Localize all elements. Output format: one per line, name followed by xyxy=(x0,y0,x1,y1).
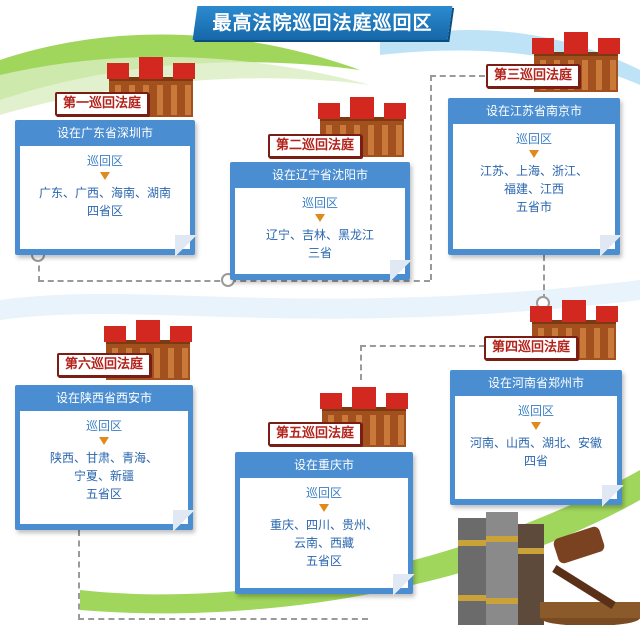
connector xyxy=(430,75,485,77)
tribunal-card-6: 设在陕西省西安市 巡回区 陕西、甘肃、青海、 宁夏、新疆 五省区 xyxy=(15,385,195,532)
court-location: 设在江苏省南京市 xyxy=(485,104,582,118)
court-location: 设在重庆市 xyxy=(293,458,354,472)
region-label: 巡回区 xyxy=(515,132,552,146)
card-body: 巡回区 辽宁、吉林、黑龙江 三省 xyxy=(235,188,405,274)
tribunal-card-4: 设在河南省郑州市 巡回区 河南、山西、湖北、安徽 四省 xyxy=(450,370,624,507)
connector xyxy=(360,345,485,347)
province-line: 三省 xyxy=(307,246,332,260)
connector xyxy=(360,345,362,380)
page-curl xyxy=(175,235,197,257)
connector xyxy=(38,255,230,282)
court-location: 设在广东省深圳市 xyxy=(56,126,153,140)
province-line: 五省市 xyxy=(515,200,552,214)
down-arrow-icon xyxy=(315,214,325,222)
connector xyxy=(430,75,432,280)
connector xyxy=(78,618,368,620)
page-curl xyxy=(173,510,195,532)
page-curl xyxy=(602,485,624,507)
tribunal-card-3: 设在江苏省南京市 巡回区 江苏、上海、浙江、 福建、江西 五省市 xyxy=(448,98,622,257)
court-label: 第二巡回法庭 xyxy=(268,134,363,158)
province-line: 陕西、甘肃、青海、 xyxy=(49,451,158,465)
card-body: 巡回区 河南、山西、湖北、安徽 四省 xyxy=(455,396,617,499)
region-label: 巡回区 xyxy=(85,419,122,433)
region-label: 巡回区 xyxy=(517,404,554,418)
law-books-icon xyxy=(458,512,640,625)
province-line: 河南、山西、湖北、安徽 xyxy=(469,436,602,450)
province-line: 江苏、上海、浙江、 xyxy=(479,164,588,178)
region-label: 巡回区 xyxy=(301,196,338,210)
court-location: 设在辽宁省沈阳市 xyxy=(271,168,368,182)
page-curl xyxy=(600,235,622,257)
province-line: 辽宁、吉林、黑龙江 xyxy=(265,228,374,242)
down-arrow-icon xyxy=(531,422,541,430)
province-line: 五省区 xyxy=(305,554,342,568)
tribunal-card-1: 设在广东省深圳市 巡回区 广东、广西、海南、湖南 四省区 xyxy=(15,120,197,257)
connector xyxy=(543,255,545,300)
tribunal-card-2: 设在辽宁省沈阳市 巡回区 辽宁、吉林、黑龙江 三省 xyxy=(230,162,412,282)
province-line: 宁夏、新疆 xyxy=(73,469,134,483)
province-line: 五省区 xyxy=(85,487,122,501)
province-line: 福建、江西 xyxy=(503,182,564,196)
card-body: 巡回区 重庆、四川、贵州、 云南、西藏 五省区 xyxy=(240,478,408,588)
down-arrow-icon xyxy=(100,172,110,180)
court-label: 第六巡回法庭 xyxy=(57,353,152,377)
court-label: 第四巡回法庭 xyxy=(484,336,579,360)
province-line: 云南、西藏 xyxy=(293,536,354,550)
province-line: 广东、广西、海南、湖南 xyxy=(38,186,171,200)
gavel-icon xyxy=(458,512,640,625)
page-curl xyxy=(393,574,415,596)
connector xyxy=(230,280,430,282)
region-label: 巡回区 xyxy=(305,486,342,500)
court-location: 设在陕西省西安市 xyxy=(55,391,152,405)
down-arrow-icon xyxy=(319,504,329,512)
tribunal-card-5: 设在重庆市 巡回区 重庆、四川、贵州、 云南、西藏 五省区 xyxy=(235,452,415,596)
page-title: 最高法院巡回法庭巡回区 xyxy=(212,12,433,34)
card-body: 巡回区 陕西、甘肃、青海、 宁夏、新疆 五省区 xyxy=(20,411,188,524)
court-label: 第三巡回法庭 xyxy=(486,64,581,88)
page-curl xyxy=(390,260,412,282)
province-line: 重庆、四川、贵州、 xyxy=(269,518,378,532)
court-label: 第一巡回法庭 xyxy=(55,92,150,116)
province-line: 四省 xyxy=(523,454,548,468)
province-line: 四省区 xyxy=(86,204,123,218)
court-label: 第五巡回法庭 xyxy=(268,422,363,446)
card-body: 巡回区 江苏、上海、浙江、 福建、江西 五省市 xyxy=(453,124,615,249)
connector xyxy=(78,530,80,620)
region-label: 巡回区 xyxy=(86,154,123,168)
down-arrow-icon xyxy=(99,437,109,445)
court-location: 设在河南省郑州市 xyxy=(487,376,584,390)
card-body: 巡回区 广东、广西、海南、湖南 四省区 xyxy=(20,146,190,249)
down-arrow-icon xyxy=(529,150,539,158)
